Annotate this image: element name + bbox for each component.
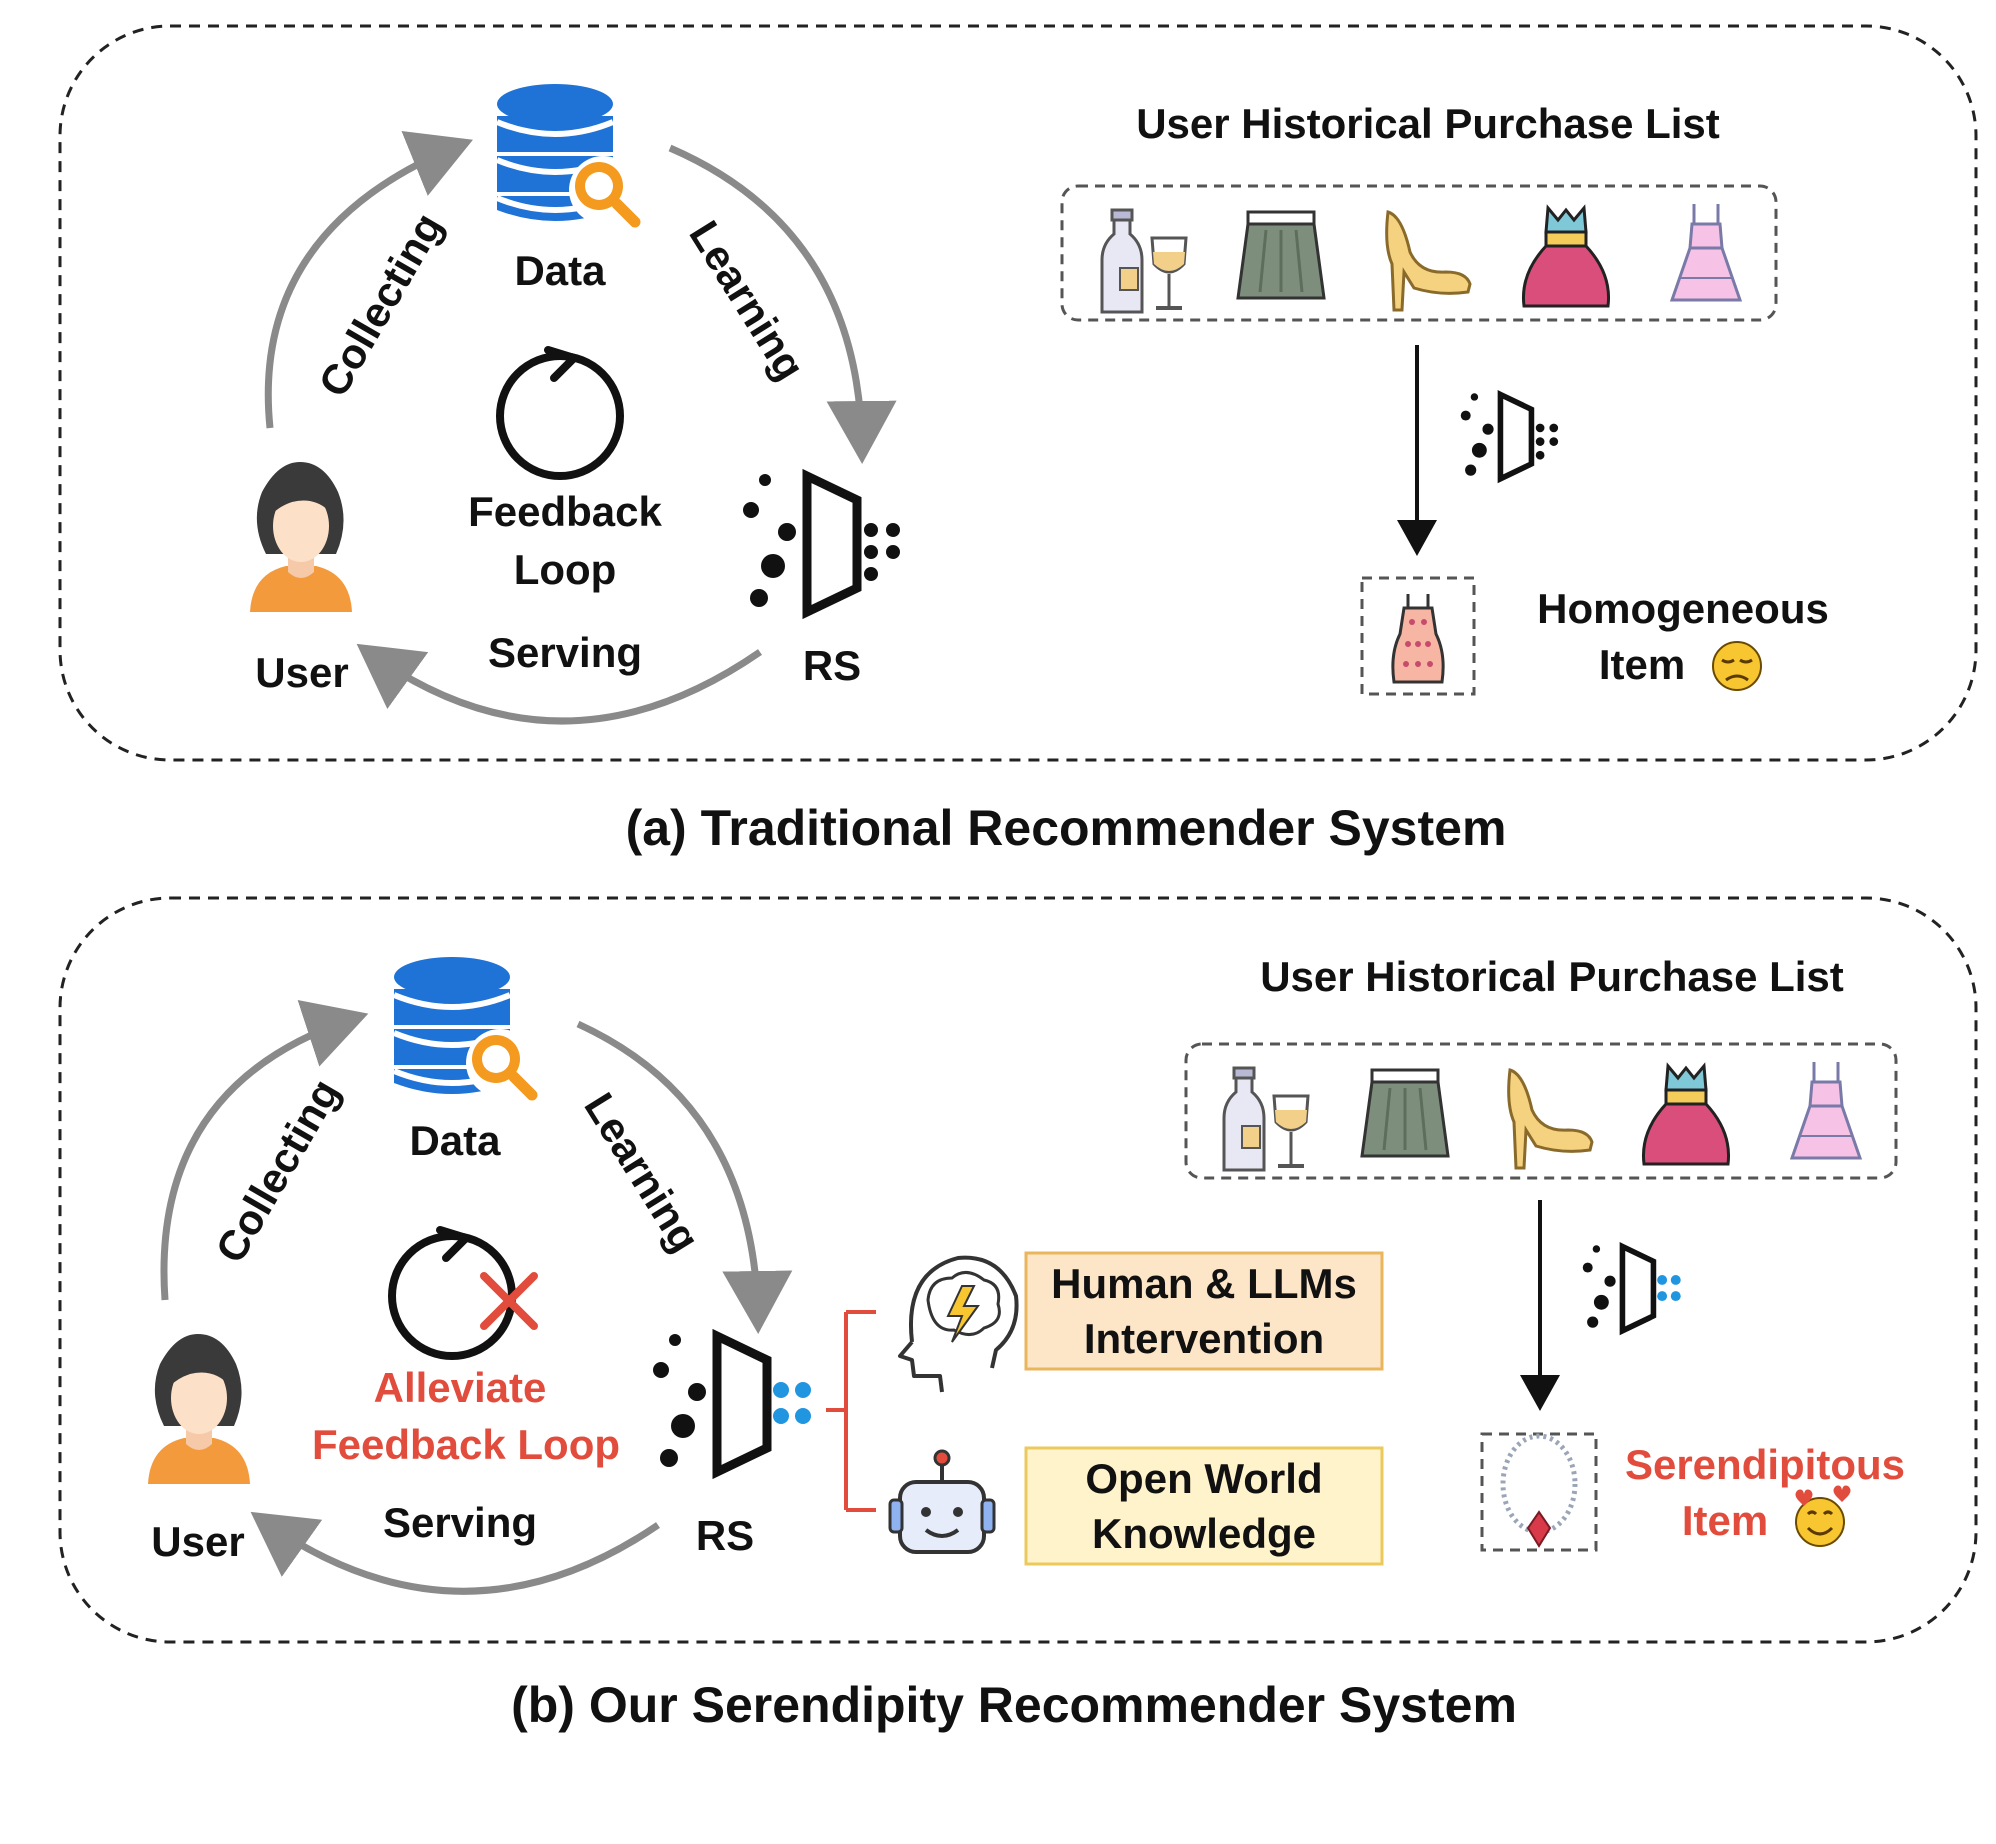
result-label-1: Homogeneous [1537,585,1829,632]
result-label-1: Serendipitous [1625,1441,1905,1488]
user-label: User [255,649,348,696]
panel-b: Data Collecting Learning User RS Allevia… [58,896,1978,1733]
result-label-2: Item [1599,641,1685,688]
disappointed-face-icon [1712,641,1762,691]
serving-arrow [250,1511,660,1595]
feedback-loop-label-2: Loop [514,546,617,593]
wine-icon [1100,208,1188,314]
feedback-loop-label-1: Feedback [468,488,662,535]
feedback-loop-icon [392,1230,512,1356]
robot-icon [888,1449,996,1554]
learning-arrow [576,1020,793,1334]
panel-a-caption: (a) Traditional Recommender System [626,800,1507,856]
serving-arrow [356,643,762,725]
red-gown-icon [1641,1064,1731,1166]
intervention-label-1: Human & LLMs [1051,1260,1357,1307]
skirt-icon [1360,1068,1450,1158]
cross-icon [480,1272,538,1330]
rs-label: RS [696,1512,754,1559]
collecting-label: Collecting [309,205,451,404]
result-label-2: Item [1682,1497,1768,1544]
pink-dress-icon [1670,202,1742,302]
rs-small-icon [1583,1245,1681,1331]
collecting-arrow [264,130,473,429]
high-heel-icon [1507,1068,1594,1170]
serving-label: Serving [383,1499,537,1546]
patterned-dress-icon [1391,592,1445,684]
necklace-icon [1500,1433,1578,1548]
knowledge-label-2: Knowledge [1092,1510,1316,1557]
panel-b-border [58,896,1978,1644]
database-icon [394,957,534,1097]
smiling-hearts-face-icon [1795,1485,1851,1547]
panel-a-border [58,24,1978,762]
collecting-arrow [160,999,369,1301]
data-label: Data [409,1117,501,1164]
user-icon [250,462,352,612]
skirt-icon [1236,210,1326,300]
intervention-box [1024,1251,1384,1371]
history-list-box [1184,1042,1898,1180]
panel-a: Data Collecting Learning User RS Feedbac… [58,24,1978,856]
history-title: User Historical Purchase List [1136,100,1720,147]
alleviate-label-1: Alleviate [374,1364,547,1411]
panel-b-caption: (b) Our Serendipity Recommender System [511,1677,1517,1733]
user-icon [148,1334,250,1484]
red-gown-icon [1521,206,1611,308]
rs-label: RS [803,642,861,689]
history-title: User Historical Purchase List [1260,953,1844,1000]
serving-label: Serving [488,629,642,676]
branch-bracket [826,1310,876,1512]
rs-icon [653,1334,811,1472]
data-label: Data [514,247,606,294]
brain-head-icon [898,1255,1019,1393]
result-item-box [1360,576,1476,696]
knowledge-label-1: Open World [1085,1455,1322,1502]
high-heel-icon [1385,210,1472,312]
feedback-loop-icon [500,350,620,476]
intervention-label-2: Intervention [1084,1315,1324,1362]
wine-icon [1222,1066,1310,1172]
collecting-label: Collecting [206,1071,348,1270]
learning-arrow [668,144,897,464]
knowledge-box [1024,1446,1384,1566]
user-label: User [151,1518,244,1565]
history-list-box [1060,184,1778,322]
rs-icon [743,474,900,612]
rs-small-icon [1461,393,1558,479]
pink-dress-icon [1790,1060,1862,1160]
database-icon [497,84,637,224]
alleviate-label-2: Feedback Loop [312,1421,620,1468]
